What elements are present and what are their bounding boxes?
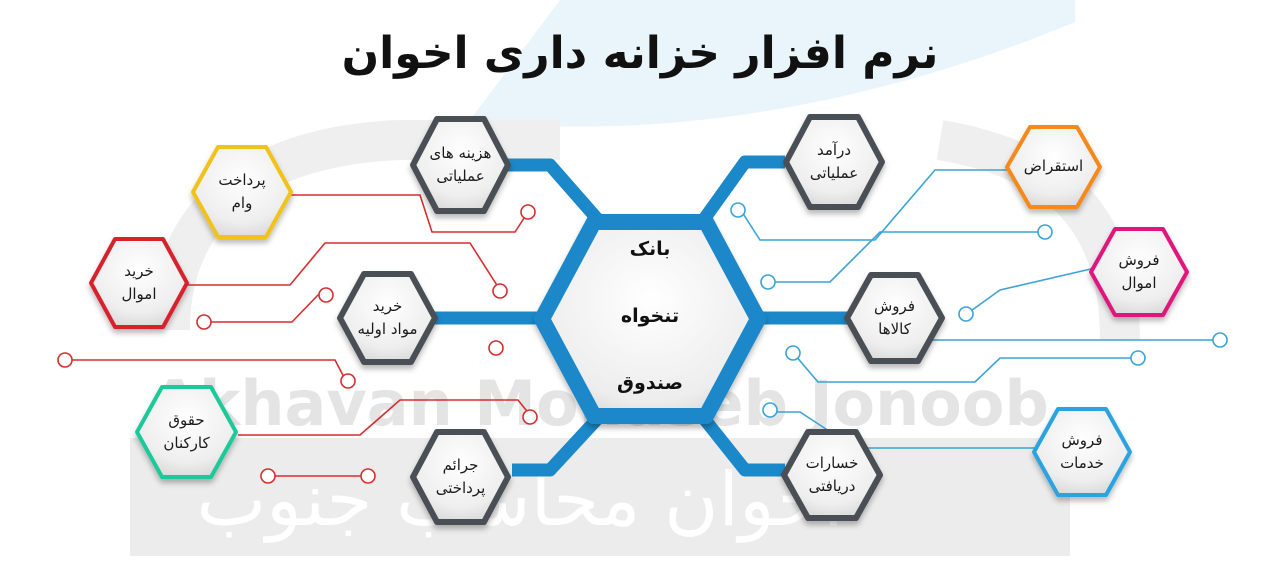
connector-khesarat (696, 411, 785, 477)
blue-dot (760, 274, 776, 290)
label-forush-kala: فروش کالاها (874, 296, 916, 338)
blue-line-4 (794, 354, 1135, 383)
blue-dot (785, 345, 801, 361)
hex-forush-kala (844, 272, 945, 364)
hex-kharid-mavad (337, 271, 438, 365)
blue-lines (741, 169, 1215, 449)
light-blue-swoosh (470, 0, 1075, 127)
connector-hazine (505, 158, 605, 227)
blue-line-2 (770, 231, 1040, 283)
label-hazine: هزینه های عملیاتی (429, 143, 492, 185)
hex-forush-khadamat (1032, 407, 1132, 497)
center-label-tankhah: تنخواه (620, 305, 680, 327)
main-connectors (432, 155, 850, 477)
blue-dot (958, 306, 974, 322)
red-dot (492, 283, 508, 299)
blue-dot (1212, 332, 1228, 348)
hex-esteghraz (1005, 125, 1102, 209)
inner-hexagons (337, 114, 945, 525)
blue-dot (1037, 224, 1053, 240)
hex-daramad (783, 114, 885, 210)
label-kharid-amval: خرید اموال (121, 261, 157, 303)
connector-daramad (696, 155, 785, 226)
label-kharid-mavad: خرید مواد اولیه (357, 296, 418, 338)
red-line-ends (57, 204, 538, 484)
blue-line-1 (741, 169, 1010, 241)
red-dot (520, 204, 536, 220)
outer-hexagons (89, 125, 1189, 497)
blue-dot (730, 202, 746, 218)
red-line-2 (185, 242, 501, 291)
hex-kharid-amval (89, 237, 189, 329)
red-dot (57, 352, 73, 368)
center-label-sanduq: صندوق (617, 372, 683, 394)
red-dot (360, 468, 376, 484)
center-hexagon (534, 214, 766, 424)
blue-line-ends (730, 202, 1228, 418)
label-forush-amval: فروش اموال (1118, 250, 1160, 292)
label-pardakht-vam: پرداخت وام (218, 170, 266, 212)
hex-hazine (410, 116, 511, 214)
red-line-5 (238, 399, 531, 436)
red-line-4 (72, 359, 347, 382)
center-label-bank: بانک (629, 238, 671, 260)
label-hoghugh: حقوق کارکنان (163, 410, 210, 452)
blue-dot (1130, 350, 1146, 366)
label-daramad: درآمد عملیاتی (809, 140, 859, 182)
hex-khesarat (781, 429, 883, 521)
page-title: نرم افزار خزانه داری اخوان (341, 28, 939, 79)
label-forush-khadamat: فروش خدمات (1060, 430, 1104, 472)
blue-line-3 (967, 267, 1096, 314)
red-dot (260, 468, 276, 484)
hex-forush-amval (1089, 227, 1189, 317)
label-jaraem: جرائم پرداختی (435, 455, 486, 497)
connector-jaraem (512, 411, 605, 477)
label-esteghraz: استقراض (1023, 157, 1084, 176)
hex-jaraem (410, 429, 511, 525)
red-line-3 (205, 294, 326, 323)
hex-pardakht-vam (191, 145, 293, 239)
red-dot (318, 287, 334, 303)
red-dot (340, 373, 356, 389)
red-dot (522, 409, 538, 425)
red-dot (196, 314, 212, 330)
hex-hoghugh (135, 385, 238, 479)
watermark-band (130, 438, 1070, 556)
red-line-1 (290, 194, 529, 233)
label-khesarat: خسارات دریافتی (805, 453, 859, 495)
red-dot (488, 340, 504, 356)
blue-dot (762, 402, 778, 418)
